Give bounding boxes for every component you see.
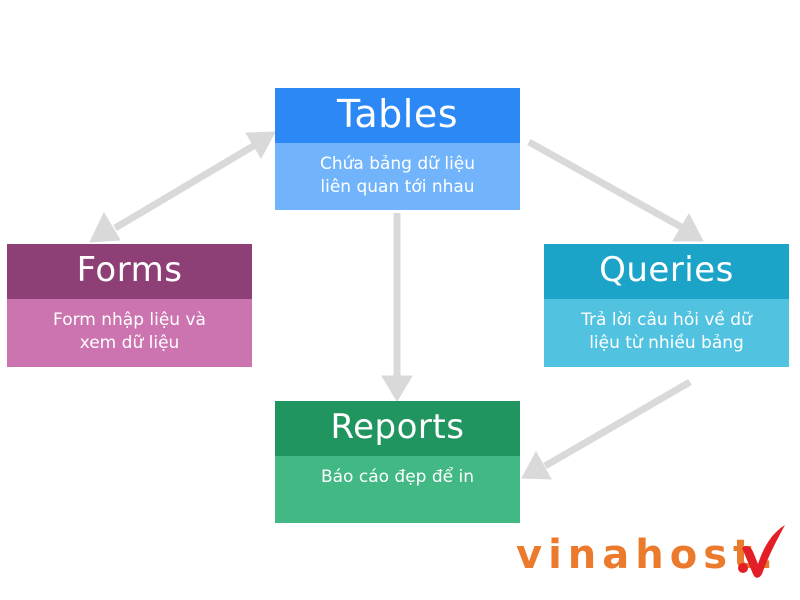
arrow-queries-reports: [543, 378, 692, 470]
reports-node: Reports Báo cáo đẹp để in: [275, 401, 520, 523]
arrowhead-forms: [89, 211, 121, 243]
tables-desc-line-2: liên quan tới nhau: [320, 177, 475, 197]
arrowhead-reports-down: [381, 375, 413, 402]
queries-desc-line-1: Trả lời câu hỏi về dữ: [581, 310, 752, 330]
arrow-tables-forms: [113, 141, 257, 232]
arrowhead-queries: [672, 212, 704, 242]
forms-node: Forms Form nhập liệu và xem dữ liệu: [7, 244, 252, 367]
forms-title: Forms: [7, 244, 252, 299]
forms-desc-line-2: xem dữ liệu: [79, 333, 180, 353]
checkmark-icon: [738, 525, 785, 578]
arrowhead-reports-right: [521, 450, 552, 480]
arrow-tables-queries: [527, 138, 685, 232]
arrowhead-tables-left: [245, 131, 276, 160]
queries-title: Queries: [544, 244, 789, 299]
forms-description: Form nhập liệu và xem dữ liệu: [7, 299, 252, 367]
vinahost-logo: vinahost.: [516, 524, 792, 584]
queries-description: Trả lời câu hỏi về dữ liệu từ nhiều bảng: [544, 299, 789, 367]
forms-desc-line-1: Form nhập liệu và: [53, 310, 206, 330]
tables-title: Tables: [275, 88, 520, 143]
tables-description: Chứa bảng dữ liệu liên quan tới nhau: [275, 143, 520, 210]
tables-node: Tables Chứa bảng dữ liệu liên quan tới n…: [275, 88, 520, 210]
reports-title: Reports: [275, 401, 520, 456]
reports-description: Báo cáo đẹp để in: [275, 456, 520, 523]
reports-desc-line-1: Báo cáo đẹp để in: [320, 467, 475, 487]
tables-desc-line-1: Chứa bảng dữ liệu: [319, 154, 476, 174]
logo-wordmark: vinahost.: [516, 532, 780, 578]
queries-desc-line-2: liệu từ nhiều bảng: [589, 333, 744, 353]
queries-node: Queries Trả lời câu hỏi về dữ liệu từ nh…: [544, 244, 789, 367]
